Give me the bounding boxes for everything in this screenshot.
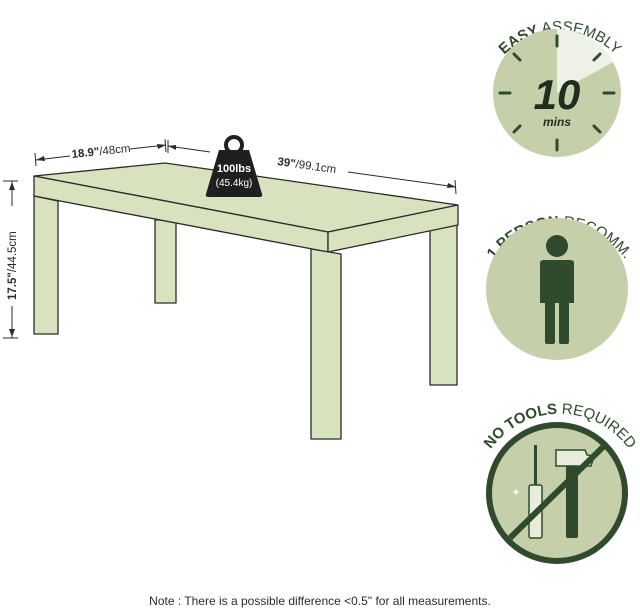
prohibition-slash bbox=[507, 443, 607, 541]
person-icon bbox=[540, 235, 574, 344]
one-person-badge: 1 PERSON RECOMM. bbox=[484, 213, 636, 360]
clock-ticks bbox=[498, 34, 616, 152]
screwdriver-icon bbox=[528, 445, 543, 539]
dimension-lines bbox=[3, 138, 457, 339]
plus-symbol: + bbox=[512, 485, 519, 499]
table-leg-back-left bbox=[154, 219, 177, 304]
tabletop-side-edge bbox=[327, 204, 459, 253]
measurement-note: Note : There is a possible difference <0… bbox=[149, 594, 491, 608]
coffee-table-drawing bbox=[33, 162, 459, 440]
table-leg-back-right bbox=[429, 223, 458, 386]
table-leg-front-right bbox=[310, 248, 342, 440]
weight-icon: 100lbs (45.4kg) bbox=[205, 135, 263, 197]
clock-elapsed-wedge bbox=[557, 29, 613, 93]
no-tools-badge: NO TOOLS REQUIRED + bbox=[481, 401, 640, 564]
assembly-minutes-unit: mins bbox=[543, 115, 571, 129]
table-leg-front-left bbox=[33, 195, 59, 335]
width-dimension-label: 39"/99.1cm bbox=[277, 156, 337, 176]
weight-imperial: 100lbs bbox=[217, 163, 251, 175]
assembly-minutes-number: 10 bbox=[534, 71, 581, 118]
easy-assembly-badge: EASY ASSEMBLY 10 mins bbox=[493, 18, 625, 157]
height-dimension-label: 17.5"/44.5cm bbox=[7, 231, 19, 300]
weight-metric: (45.4kg) bbox=[216, 178, 253, 189]
depth-dimension-label: 18.9"/48cm bbox=[71, 143, 131, 161]
